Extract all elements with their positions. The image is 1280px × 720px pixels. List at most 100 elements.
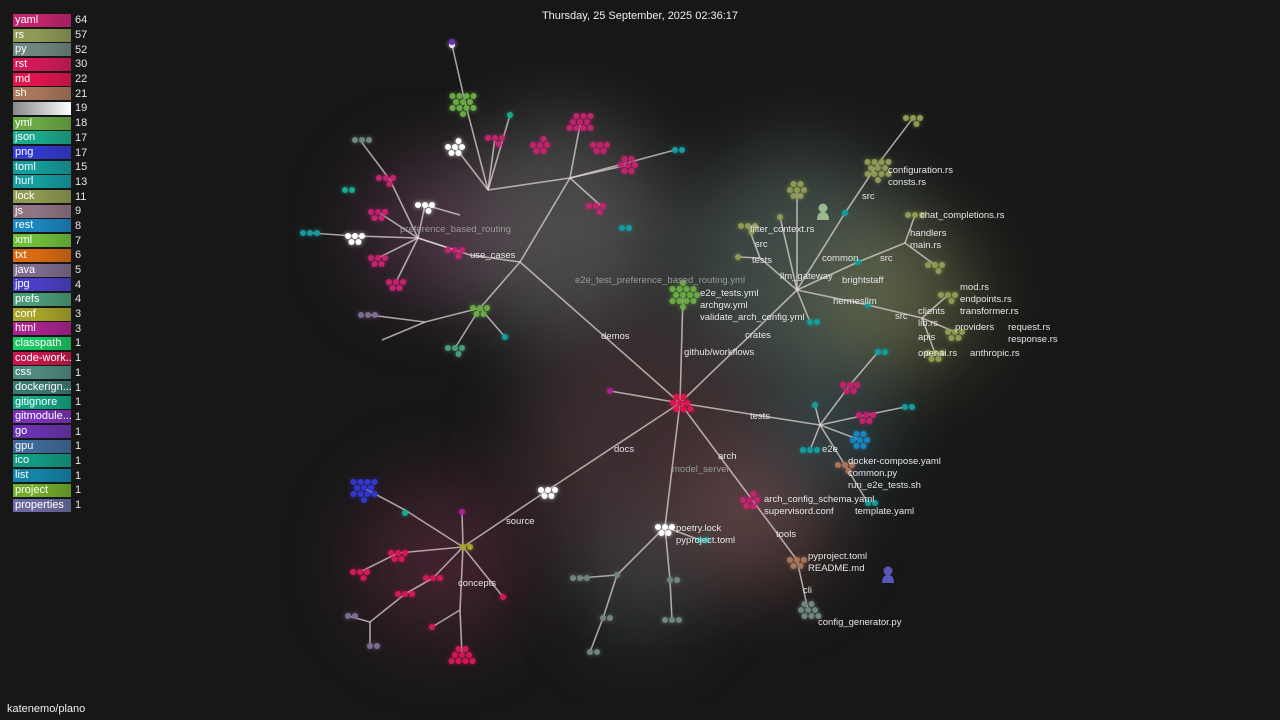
file-cluster [734,253,742,261]
legend-count: 19 [75,102,88,115]
file-node [680,406,687,412]
file-node [357,569,363,575]
file-cluster [811,401,819,409]
file-node [859,418,866,424]
tree-edge [417,204,426,239]
tree-edge [904,214,916,244]
file-node [676,286,683,292]
file-node [797,563,804,569]
tree-edge [519,261,681,404]
legend-count: 17 [75,146,88,159]
file-node [594,649,600,655]
file-node [371,479,378,485]
file-node [389,285,396,291]
glow [770,370,890,490]
file-node [604,142,610,148]
file-cluster [937,291,959,305]
file-node [865,500,871,506]
file-node [383,175,389,181]
legend-swatch: project [13,483,71,497]
legend-count: 52 [75,43,88,56]
file-node [453,99,459,105]
file-node [856,412,862,418]
file-node [955,335,962,341]
file-cluster [589,141,611,155]
tree-edge [451,44,466,103]
legend-item: code-work...1 [13,351,87,366]
legend-count: 1 [75,440,82,453]
legend-swatch: hurl [13,175,71,189]
file-node [537,142,543,148]
file-node [364,569,370,575]
file-node [375,209,381,215]
file-node [449,105,456,111]
file-node [865,302,871,308]
legend-swatch: yaml [13,13,71,27]
file-node [499,135,505,141]
file-node [939,262,945,268]
file-cluster [786,556,808,570]
tree-edge [377,237,419,259]
file-cluster [569,574,591,582]
file-node [797,181,804,187]
legend-count: 1 [75,469,82,482]
file-cluster [874,348,889,356]
tree-edge [487,114,511,191]
file-node [382,255,388,261]
directory-label: mod.rs [960,282,989,293]
file-node [945,329,951,335]
file-cluster [444,137,466,157]
legend-count: 9 [75,205,82,218]
tree-edge [664,402,681,528]
directory-label: e2e [822,444,838,455]
file-node [395,591,401,597]
file-node [935,356,942,362]
tree-edge [432,546,464,579]
legend-swatch [13,101,71,115]
tree-edge [404,577,434,595]
tree-edge [814,404,821,426]
file-node [449,39,455,45]
directory-label: config_generator.py [818,617,902,628]
file-cluster [671,146,686,154]
file-node [402,550,408,556]
directory-label: src [895,311,908,322]
file-node [460,111,466,117]
legend-count: 1 [75,499,82,512]
file-node [945,292,951,298]
file-node [492,135,498,141]
legend-swatch: html [13,322,71,336]
directory-label: cli [803,585,812,596]
file-node [626,225,632,231]
file-node [912,212,918,218]
tree-edge [395,237,419,283]
file-cluster [341,186,356,194]
file-cluster [444,344,466,358]
file-node [871,159,878,165]
tree-edge [669,579,673,621]
file-node [366,137,372,143]
file-node [680,292,686,298]
directory-label: template.yaml [855,506,914,517]
file-cluster [617,155,639,175]
file-node [470,105,477,111]
file-cluster [366,642,381,650]
file-cluster [367,254,389,268]
file-node [808,601,815,607]
directory-label: response.rs [1008,334,1058,345]
file-node [864,437,870,443]
file-cluster [448,38,456,46]
file-node [597,142,603,148]
file-cluster [414,201,436,215]
file-node [667,577,673,583]
directory-label: poetry.lock [676,523,721,534]
file-node [860,431,867,437]
